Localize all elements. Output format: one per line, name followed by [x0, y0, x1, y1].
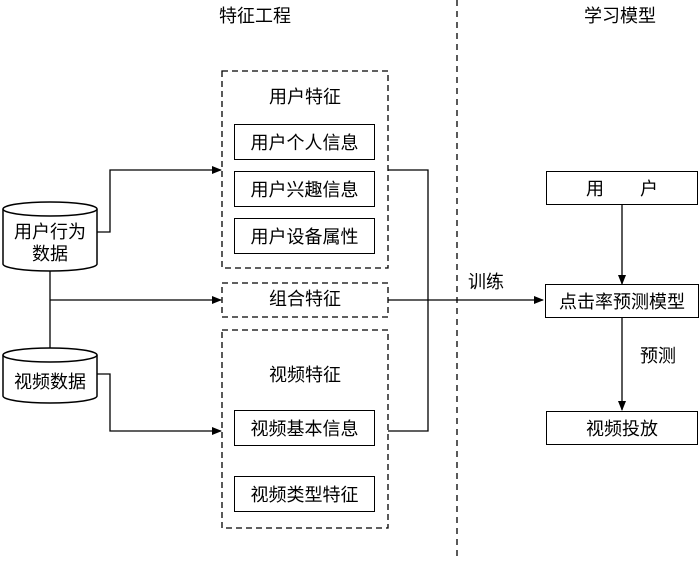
combined-feature-label: 组合特征	[269, 289, 341, 310]
video-features-title: 视频特征	[269, 365, 341, 386]
user-box: 用 户	[546, 171, 698, 205]
video-db-shape	[2, 347, 98, 404]
video-feature-item: 视频类型特征	[234, 476, 375, 512]
user-features-title: 用户特征	[269, 87, 341, 108]
user-behavior-data-label: 用户行为 数据	[3, 222, 97, 266]
video-delivery-box: 视频投放	[546, 411, 698, 445]
arrow-video-to-video-features	[97, 373, 222, 435]
predict-label: 预测	[640, 346, 676, 367]
header-learning-model: 学习模型	[584, 6, 656, 27]
video-data-label: 视频数据	[14, 372, 86, 393]
video-feature-item: 视频基本信息	[234, 410, 375, 446]
header-feature-engineering: 特征工程	[219, 6, 291, 27]
user-feature-item: 用户兴趣信息	[234, 171, 375, 207]
video-features-group	[221, 329, 389, 529]
ctr-prediction-model-box: 点击率预测模型	[545, 284, 699, 318]
user-feature-item: 用户个人信息	[234, 124, 375, 160]
user-behavior-line2: 数据	[32, 244, 68, 265]
arrow-user-to-user-features	[97, 166, 222, 233]
train-label: 训练	[468, 272, 504, 293]
user-feature-item: 用户设备属性	[234, 218, 375, 254]
user-behavior-line1: 用户行为	[14, 222, 86, 243]
